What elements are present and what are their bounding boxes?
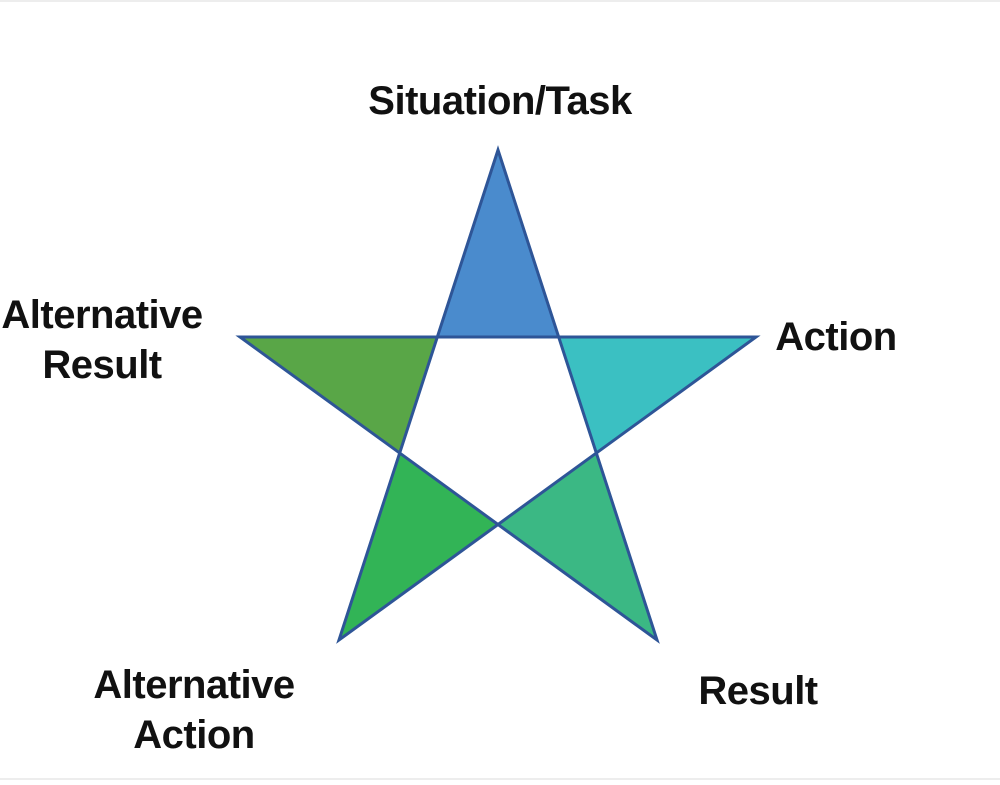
star-triangle-left	[240, 337, 437, 453]
label-situation-task: Situation/Task	[368, 79, 632, 123]
bottom-edge-line	[0, 778, 1000, 780]
label-action: Action	[775, 315, 897, 359]
label-result: Result	[698, 669, 818, 713]
label-alternative-action: Alternative Action	[93, 663, 295, 757]
label-alternative-result: Alternative Result	[1, 293, 203, 387]
star-triangle-top	[437, 150, 559, 337]
star-triangle-bottom-left	[339, 453, 498, 640]
star-triangle-bottom-right	[498, 453, 657, 640]
top-edge-line	[0, 0, 1000, 2]
star-triangle-right	[559, 337, 756, 453]
pentagram-outline	[235, 145, 761, 644]
